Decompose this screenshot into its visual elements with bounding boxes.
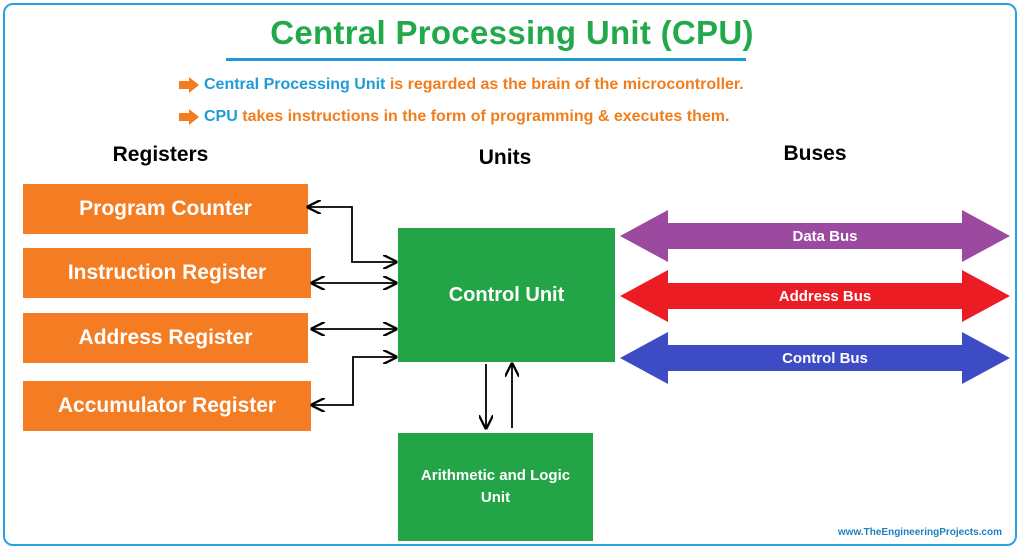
arrow-right-icon	[179, 77, 199, 93]
bus-arrow-data	[620, 210, 1010, 262]
register-instruction: Instruction Register	[23, 248, 311, 298]
heading-registers: Registers	[112, 143, 209, 166]
heading-buses: Buses	[783, 142, 847, 165]
arithmetic-logic-unit: Arithmetic and Logic Unit	[398, 433, 593, 541]
bullet-2-text: takes instructions in the form of progra…	[242, 108, 730, 125]
register-address: Address Register	[23, 313, 308, 363]
register-accumulator: Accumulator Register	[23, 381, 311, 431]
bus-label-control: Control Bus	[782, 350, 868, 367]
register-program-counter: Program Counter	[23, 184, 308, 234]
bus-arrow-control	[620, 332, 1010, 384]
page-title: Central Processing Unit (CPU)	[270, 14, 754, 51]
bus-arrow-address	[620, 270, 1010, 322]
bullet-2: CPU takes instructions in the form of pr…	[178, 108, 729, 126]
bullet-1-text: is regarded as the brain of the microcon…	[389, 76, 744, 93]
bus-label-data: Data Bus	[792, 228, 858, 245]
bullet-2-highlight: CPU	[204, 108, 238, 125]
bullet-1: Central Processing Unit is regarded as t…	[178, 76, 744, 94]
control-unit: Control Unit	[398, 228, 615, 362]
watermark: www.TheEngineeringProjects.com	[837, 527, 1002, 538]
arrow-right-icon	[179, 109, 199, 125]
bus-label-address: Address Bus	[778, 288, 872, 305]
heading-units: Units	[478, 146, 532, 169]
connector-program-counter	[308, 207, 396, 262]
title-underline	[226, 58, 746, 61]
bullet-1-highlight: Central Processing Unit	[204, 76, 386, 93]
diagram-frame	[3, 3, 1017, 546]
connector-accumulator-register	[312, 357, 396, 405]
